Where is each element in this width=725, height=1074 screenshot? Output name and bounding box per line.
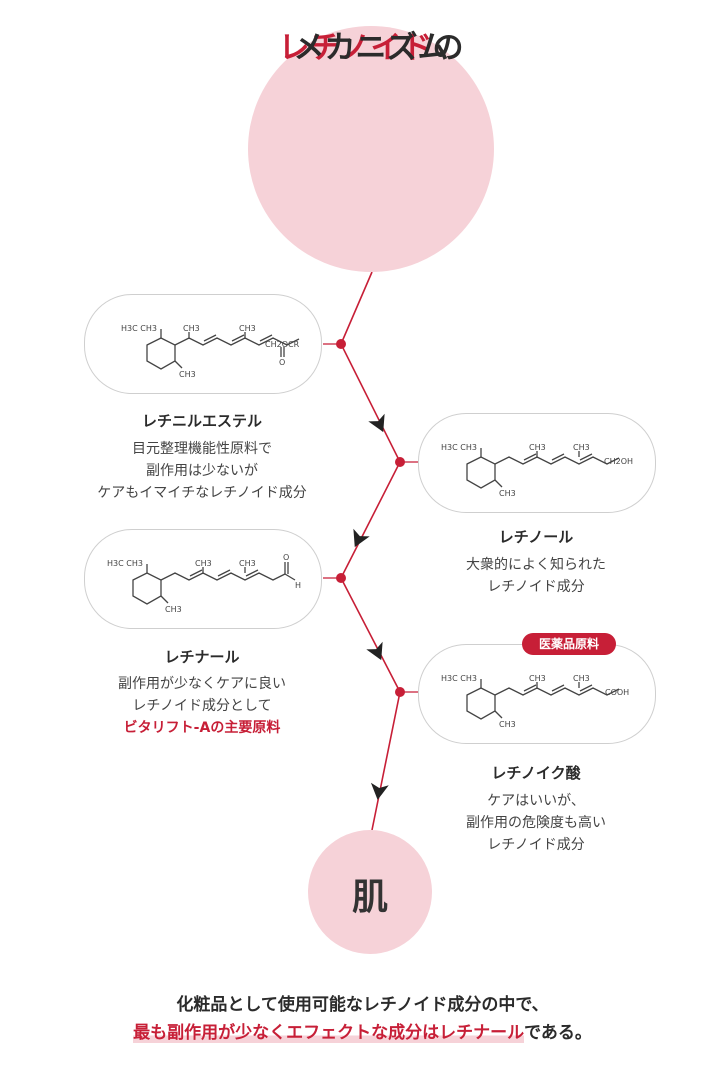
desc-line: 副作用は少ないが — [146, 463, 258, 479]
molecule-end-group: CH2OH — [604, 457, 633, 466]
molecule-label-methyl: CH3 — [499, 489, 516, 498]
molecule-label-methyl: CH3 — [573, 443, 590, 452]
retinyl-ester-structure-icon: H3C CH3 CH3 CH3 CH3 CH2OCR O — [121, 324, 300, 379]
compound-desc-retinyl-ester: 目元整理機能性原料で 副作用は少ないが ケアもイマイチなレチノイド成分 — [64, 438, 340, 504]
molecule-label-methyl: CH3 — [529, 674, 546, 683]
desc-line: レチノイド成分として — [132, 698, 272, 714]
pharma-ingredient-badge: 医薬品原料 — [522, 633, 616, 655]
page-title-line2: メカニズム — [293, 30, 449, 66]
retinal-structure-icon: H3C CH3 CH3 CH3 CH3 O H — [107, 553, 301, 614]
page-title: レチノイドの — [278, 30, 464, 66]
arrow-down-icon — [353, 528, 370, 548]
molecule-label-methyl: CH3 — [239, 559, 256, 568]
footer-highlight: 最も副作用が少なくエフェクトな成分はレチナール — [133, 1023, 525, 1043]
molecule-card-retinal: H3C CH3 CH3 CH3 CH3 O H — [84, 529, 322, 629]
arrow-down-icon — [370, 782, 389, 800]
skin-circle: 肌 — [308, 830, 432, 954]
footer-suffix: である。 — [524, 1023, 592, 1043]
compound-desc-retinol: 大衆的によく知られた レチノイド成分 — [408, 554, 664, 598]
molecule-card-retinyl-ester: H3C CH3 CH3 CH3 CH3 CH2OCR O — [84, 294, 322, 394]
mechanism-title-circle: レチノイドの メカニズム — [248, 26, 494, 272]
desc-line: ケアもイマイチなレチノイド成分 — [97, 485, 307, 501]
molecule-label-methyl: CH3 — [179, 370, 196, 379]
desc-line: 副作用が少なくケアに良い — [118, 676, 286, 692]
compound-name-retinol: レチノール — [498, 528, 574, 546]
desc-line: レチノイド成分 — [487, 579, 585, 595]
molecule-label-gem-dimethyl: H3C CH3 — [107, 559, 143, 568]
retinoic-acid-structure-icon: H3C CH3 CH3 CH3 CH3 COOH — [441, 674, 629, 729]
molecule-label-methyl: CH3 — [573, 674, 590, 683]
arrow-down-icon — [368, 413, 385, 433]
skin-label: 肌 — [351, 877, 388, 918]
compound-name-retinal: レチナール — [164, 648, 240, 666]
molecule-label-methyl: CH3 — [165, 605, 182, 614]
desc-line: 目元整理機能性原料で — [132, 441, 272, 457]
desc-line: レチノイド成分 — [487, 837, 585, 853]
desc-line: 副作用の危険度も高い — [466, 815, 606, 831]
molecule-label-methyl: CH3 — [183, 324, 200, 333]
molecule-label-methyl: CH3 — [195, 559, 212, 568]
molecule-end-group: H — [295, 581, 301, 590]
desc-line: 大衆的によく知られた — [466, 557, 606, 573]
molecule-label-methyl: CH3 — [529, 443, 546, 452]
molecule-label-methyl: CH3 — [239, 324, 256, 333]
molecule-label-methyl: CH3 — [499, 720, 516, 729]
molecule-end-sub: O — [279, 358, 285, 367]
molecule-end-sub: O — [283, 553, 289, 562]
arrow-down-icon — [366, 641, 383, 661]
retinol-structure-icon: H3C CH3 CH3 CH3 CH3 CH2OH — [441, 443, 633, 498]
compound-name-retinoic-acid: レチノイク酸 — [491, 764, 581, 782]
compound-desc-retinoic-acid: ケアはいいが、 副作用の危険度も高い レチノイド成分 — [408, 790, 664, 856]
footer-line1: 化粧品として使用可能なレチノイド成分の中で、 — [176, 995, 549, 1015]
molecule-label-gem-dimethyl: H3C CH3 — [441, 443, 477, 452]
molecule-label-gem-dimethyl: H3C CH3 — [121, 324, 157, 333]
molecule-card-retinol: H3C CH3 CH3 CH3 CH3 CH2OH — [418, 413, 656, 513]
molecule-card-retinoic-acid: H3C CH3 CH3 CH3 CH3 COOH — [418, 644, 656, 744]
desc-highlight: ビタリフト-Aの主要原料 — [123, 720, 281, 736]
molecule-end-group: COOH — [605, 688, 629, 697]
molecule-label-gem-dimethyl: H3C CH3 — [441, 674, 477, 683]
compound-desc-retinal: 副作用が少なくケアに良い レチノイド成分として ビタリフト-Aの主要原料 — [64, 673, 340, 739]
footer-line2: 最も副作用が少なくエフェクトな成分はレチナールである。 — [0, 1018, 725, 1043]
desc-line: ケアはいいが、 — [487, 793, 585, 809]
molecule-end-group: CH2OCR — [265, 340, 300, 349]
compound-name-retinyl-ester: レチニルエステル — [141, 412, 262, 430]
